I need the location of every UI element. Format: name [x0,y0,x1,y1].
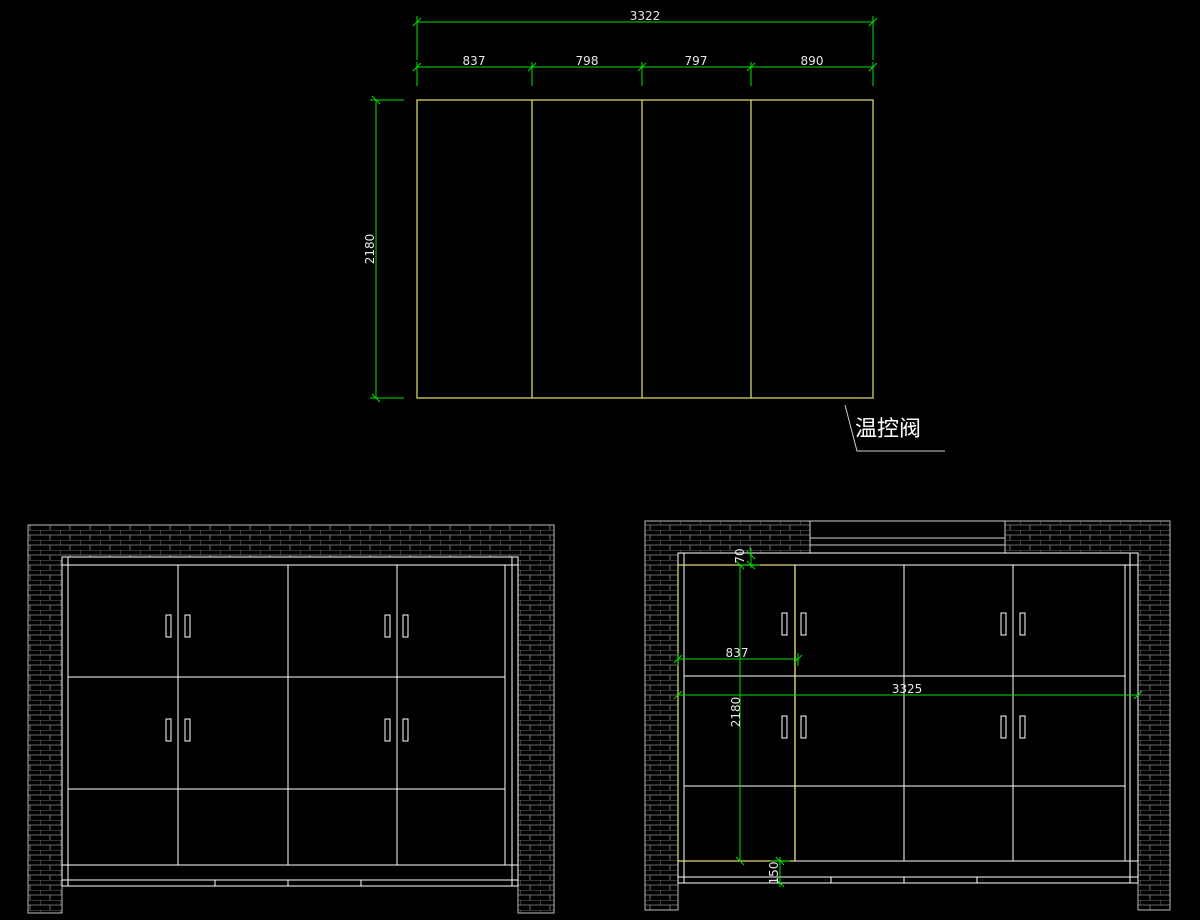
bottom-offset-label: 150 [767,862,781,885]
elevation-panel-width-label: 837 [726,646,749,660]
segment-dimensions: 837 798 797 890 [412,54,878,86]
segment-width-3: 797 [685,54,708,68]
cabinet-right [677,552,1139,884]
segment-width-2: 798 [576,54,599,68]
brick-wall-left [27,524,555,914]
elevation-overall-width-label: 3325 [892,682,923,696]
plan-outline [416,99,874,399]
plan-height-label: 2180 [363,234,377,265]
lintel [809,520,1006,554]
cabinet-left [61,556,519,887]
segment-width-1: 837 [463,54,486,68]
left-elevation-view [27,524,555,914]
right-elevation-view: 2180 70 150 837 3325 [644,520,1171,911]
thermostatic-valve-callout: 温控阀 [844,404,945,452]
right-elevation-dimensions: 2180 70 150 837 3325 [673,548,1143,888]
segment-width-4: 890 [801,54,824,68]
top-offset-label: 70 [733,548,747,563]
cabinet-right-handles [781,612,1026,739]
top-plan-view: 3322 837 798 797 890 2180 [363,9,945,452]
callout-label: 温控阀 [855,417,921,442]
overall-width-label: 3322 [630,9,661,23]
overall-width-dimension: 3322 [412,9,878,60]
cabinet-left-handles [165,614,409,742]
plan-height-dimension: 2180 [363,95,404,403]
elevation-height-label: 2180 [729,697,743,728]
brick-wall-right-right-part [1004,520,1171,911]
